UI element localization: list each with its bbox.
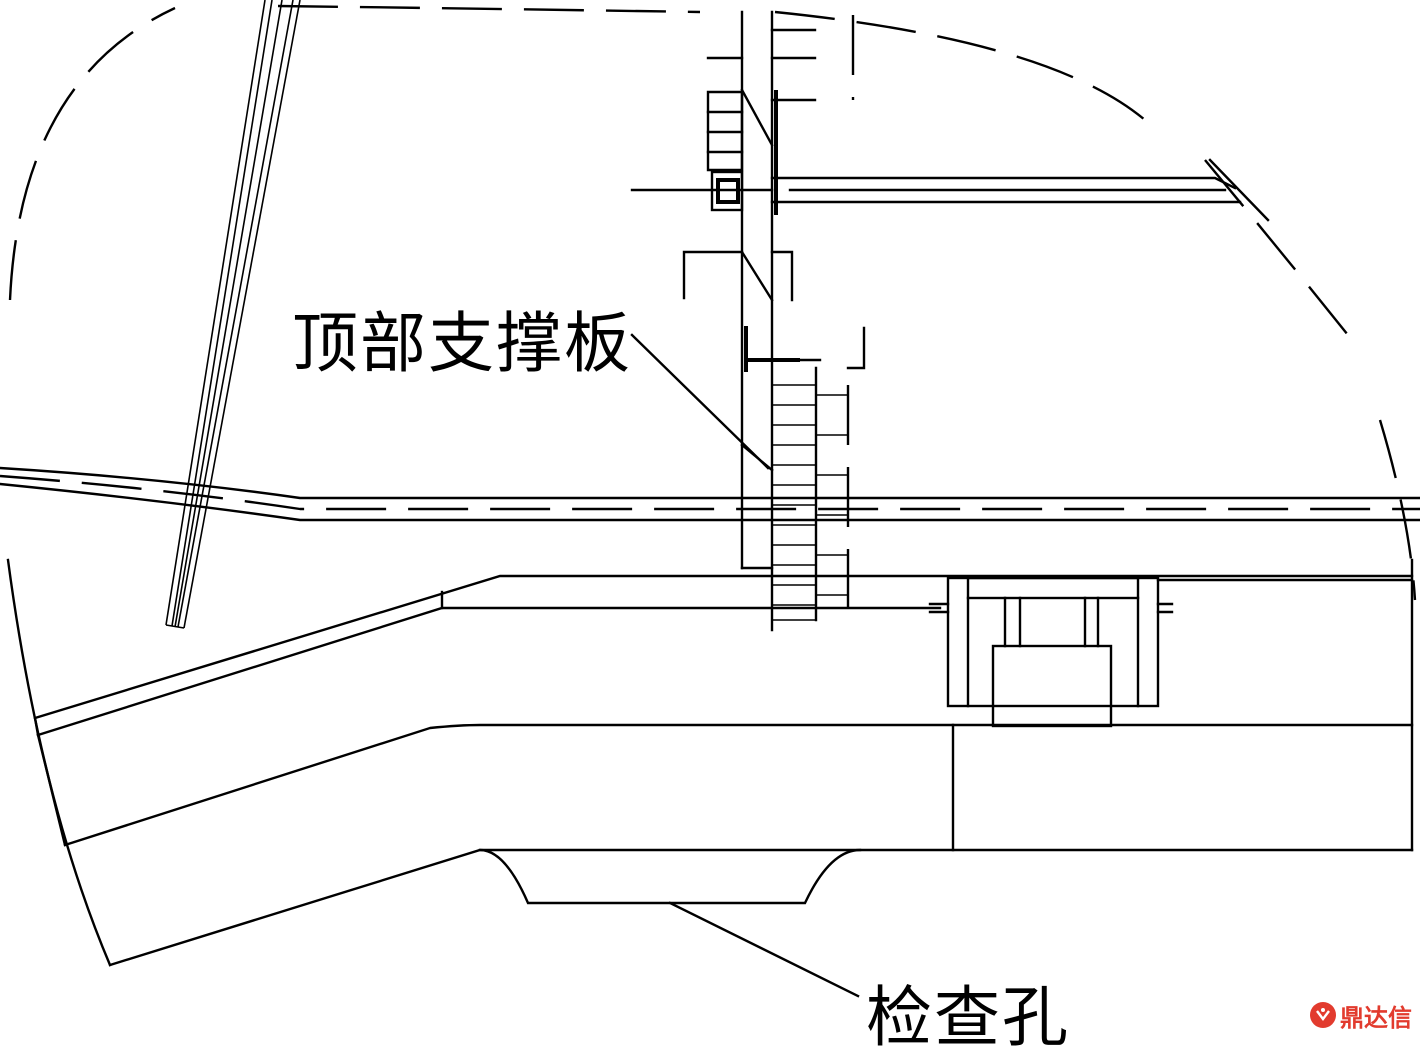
inspection-hole-outline	[478, 848, 862, 905]
brand-logo-icon	[1310, 1002, 1336, 1028]
inclined-blade	[165, 0, 301, 629]
left-outer-arc	[6, 558, 112, 967]
watermark: 鼎达信	[1310, 1000, 1412, 1032]
top-support-plate	[682, 10, 866, 632]
label-top-support-plate: 顶部支撑板	[292, 305, 632, 382]
leader-line-inspection-hole	[668, 901, 860, 998]
bolt-and-arm	[630, 158, 1270, 222]
lower-body	[33, 574, 1414, 967]
middle-horizontal-frame	[0, 466, 1420, 522]
mount-block	[928, 576, 1174, 728]
upper-dashed-arc	[8, 4, 1417, 601]
drawing-canvas	[0, 0, 1420, 998]
leader-line-top-support-plate	[630, 333, 770, 470]
watermark-text: 鼎达信	[1340, 1003, 1412, 1032]
technical-drawing	[0, 0, 1420, 998]
label-inspection-hole: 检查孔	[866, 979, 1070, 1056]
